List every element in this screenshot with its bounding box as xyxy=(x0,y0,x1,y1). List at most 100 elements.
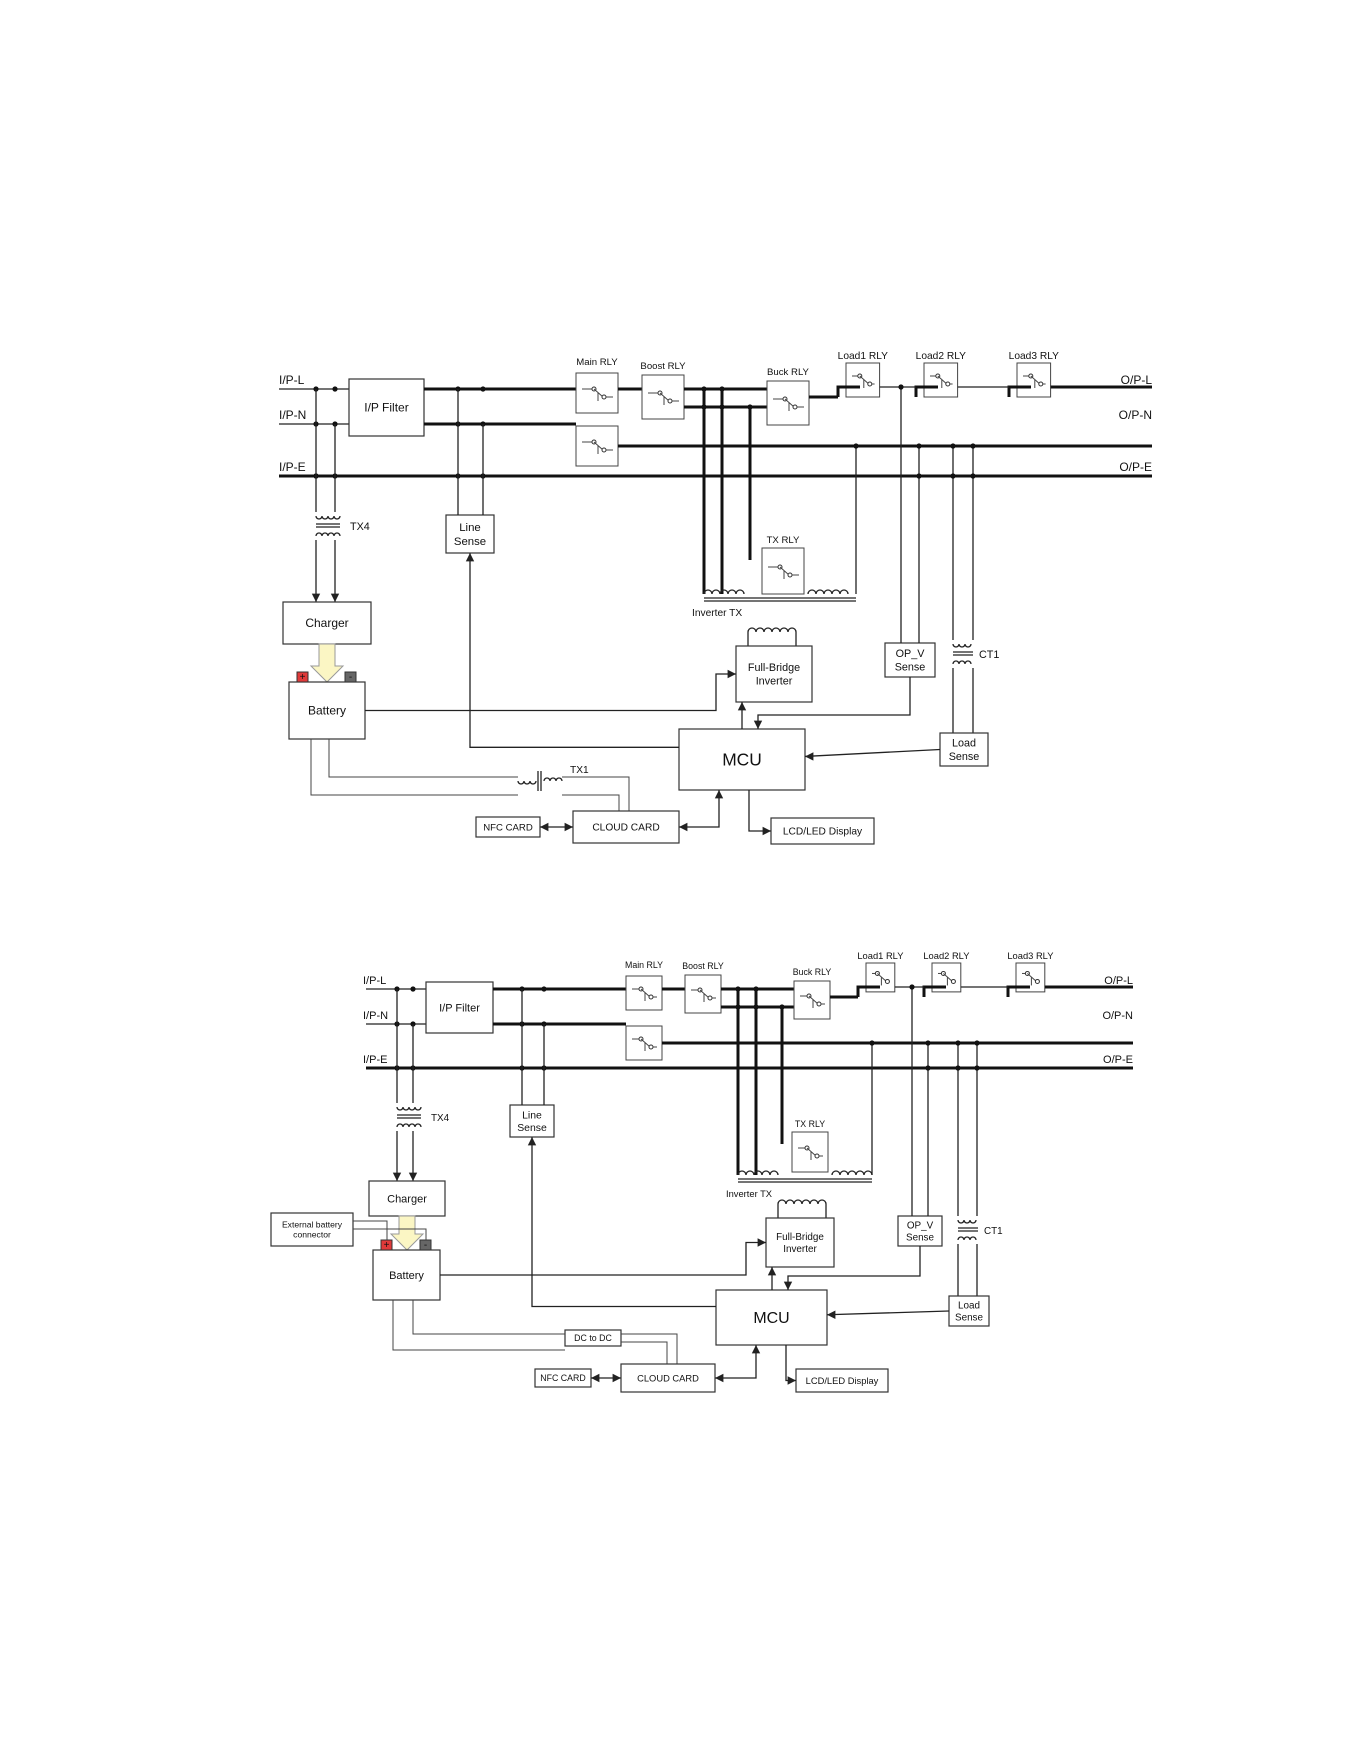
load2-relay xyxy=(923,362,959,398)
boost-relay xyxy=(684,974,722,1014)
tx-relay-label: TX RLY xyxy=(767,535,800,546)
line-sense-label: Line xyxy=(522,1110,542,1121)
inverter-secondary-coil xyxy=(777,1199,827,1205)
label-opn: O/P-N xyxy=(1119,408,1152,422)
full-bridge-label: Full-Bridge xyxy=(776,1232,824,1243)
load-sense-box xyxy=(939,732,989,767)
nfc-card-label: NFC CARD xyxy=(540,1373,585,1383)
load-feed xyxy=(836,385,860,397)
op-v-sense-label: OP_V xyxy=(896,648,926,660)
tx1-coil xyxy=(543,777,563,782)
ext-battery-plus xyxy=(353,1220,388,1240)
tx-relay xyxy=(791,1131,829,1173)
mcu-box xyxy=(678,728,806,791)
tx4-primary xyxy=(396,1106,422,1111)
charge-arrow xyxy=(309,643,345,683)
inverter-tx-primary-b xyxy=(831,1170,873,1176)
arrow-head xyxy=(787,1376,796,1385)
boost-relay-label: Boost RLY xyxy=(640,361,686,372)
tx1-to-cloud xyxy=(562,794,620,811)
dcdc-to-cloud xyxy=(621,1341,668,1364)
charger-box xyxy=(368,1180,446,1217)
battery-minus-label: - xyxy=(424,1240,427,1251)
relay-terminal xyxy=(792,404,798,410)
arrow-head xyxy=(564,822,573,832)
junction-dot xyxy=(480,386,486,392)
junction-dot xyxy=(970,443,976,449)
arrow-head xyxy=(527,1137,537,1146)
relay-terminal xyxy=(816,1001,822,1007)
mcu-label: MCU xyxy=(753,1310,789,1327)
main-relay-label: Main RLY xyxy=(625,960,663,970)
ip-filter-box xyxy=(425,981,494,1034)
arrow-head xyxy=(727,669,736,679)
cloud-card-box xyxy=(572,810,680,844)
relay-terminal xyxy=(787,572,793,578)
load1-relay-label: Load1 RLY xyxy=(857,951,904,961)
op-v-sense-label: OP_V xyxy=(907,1220,934,1231)
junction-dot xyxy=(955,1065,961,1071)
charger-label: Charger xyxy=(305,616,348,630)
arrow-head xyxy=(737,702,747,711)
load3-relay-label: Load3 RLY xyxy=(1007,951,1054,961)
battery-to-tx1 xyxy=(310,739,518,796)
inverter-tx-primary-a xyxy=(737,1170,779,1176)
full-bridge-label: Inverter xyxy=(783,1244,817,1255)
load-feed xyxy=(856,985,880,997)
mcu-label: MCU xyxy=(722,750,762,770)
arrow-head xyxy=(408,1172,418,1181)
arrow-head xyxy=(311,593,321,602)
ct1-label: CT1 xyxy=(984,1226,1003,1237)
battery-plus-label: + xyxy=(300,672,306,683)
load-sense-label: Sense xyxy=(949,751,980,763)
relay-terminal xyxy=(601,447,607,453)
label-opn: O/P-N xyxy=(1102,1010,1133,1022)
junction-dot xyxy=(916,443,922,449)
op-v-sense-label: Sense xyxy=(906,1233,935,1244)
relay-terminal xyxy=(1038,381,1044,387)
main-relay-label: Main RLY xyxy=(576,357,618,368)
label-ipn: I/P-N xyxy=(363,1010,388,1022)
charger-label: Charger xyxy=(387,1193,427,1205)
buck-relay-label: Buck RLY xyxy=(793,967,832,977)
tx-relay xyxy=(761,547,805,595)
diagram-with-tx1: I/P-LI/P-NI/P-EO/P-LO/P-NO/P-EI/P Filter… xyxy=(279,351,1152,845)
full-bridge-label: Full-Bridge xyxy=(748,662,800,674)
arrow-head xyxy=(827,1310,836,1319)
junction-dot xyxy=(898,384,904,390)
op-v-sense-box xyxy=(897,1215,943,1247)
inverter-tx-primary-a xyxy=(703,589,745,595)
relay-terminal xyxy=(814,1153,820,1159)
dcdc-to-cloud xyxy=(621,1333,678,1364)
battery-label: Battery xyxy=(389,1270,424,1282)
arrow-head xyxy=(679,822,688,832)
battery-to-tx1 xyxy=(328,739,518,778)
battery-minus-label: - xyxy=(349,672,352,683)
battery-to-dcdc xyxy=(392,1300,565,1351)
battery-label: Battery xyxy=(308,704,346,718)
dc-to-dc-box xyxy=(564,1329,622,1347)
label-opl: O/P-L xyxy=(1104,975,1133,987)
tx4-secondary xyxy=(396,1123,422,1128)
main-relay-n xyxy=(575,425,619,467)
load3-relay xyxy=(1016,362,1052,398)
relay-terminal xyxy=(945,381,951,387)
junction-dot xyxy=(410,986,416,992)
op-v-sense-label: Sense xyxy=(895,661,926,673)
label-ope: O/P-E xyxy=(1103,1054,1133,1066)
junction-dot xyxy=(853,443,859,449)
line-sense-label: Sense xyxy=(454,536,486,548)
junction-dot xyxy=(970,473,976,479)
arrow-head xyxy=(392,1172,402,1181)
tx1-coil xyxy=(517,780,537,785)
line-sense-to-mcu xyxy=(469,553,679,748)
relay-terminal xyxy=(707,995,713,1001)
junction-dot xyxy=(950,473,956,479)
mcu-to-lcd xyxy=(785,1345,796,1382)
arrow-head xyxy=(805,752,814,761)
main-relay-l xyxy=(625,975,663,1011)
arrow-head xyxy=(753,720,763,729)
ct1-primary xyxy=(957,1219,977,1224)
arrow-head xyxy=(767,1267,777,1276)
